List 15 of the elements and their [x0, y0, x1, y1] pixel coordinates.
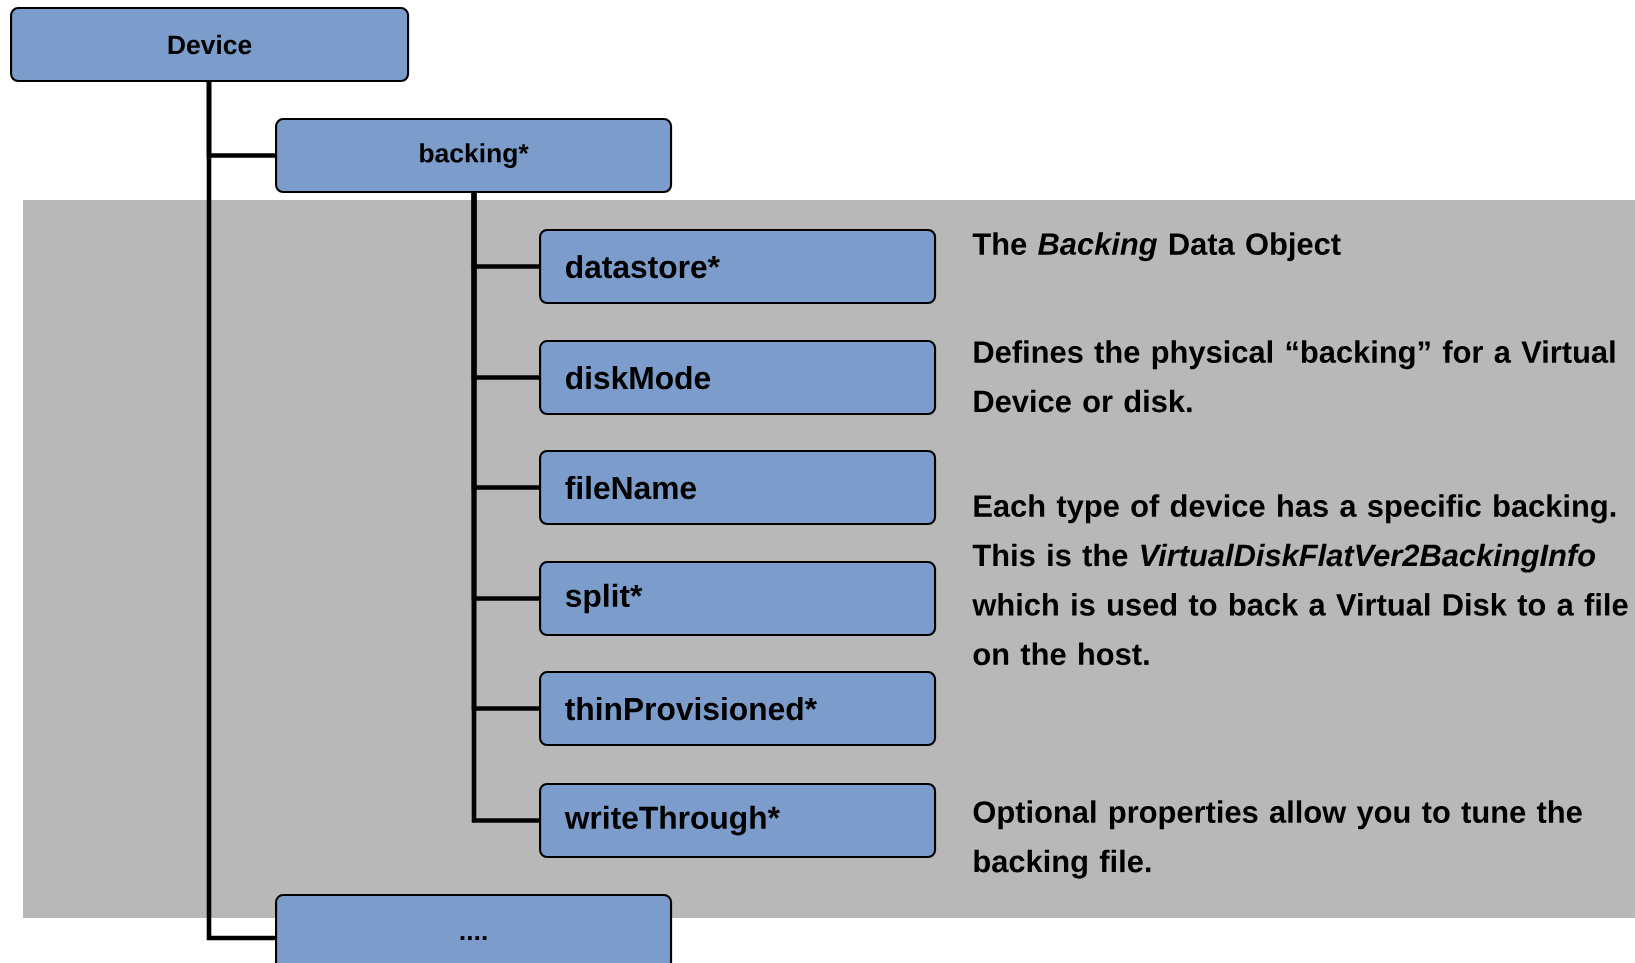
field-box: .... [275, 894, 673, 963]
field-box: thinProvisioned* [539, 671, 937, 747]
connector-line [471, 193, 539, 823]
connector-line [206, 82, 275, 941]
description-text: The Backing Data Object [972, 232, 1341, 262]
description-text: Optional properties allow you to tune the backing file. [973, 800, 1582, 879]
field-box: Device [10, 7, 410, 83]
description-text: Each type of device has a specific backing. This is the VirtualDiskFlatVer2BackingInfo which is used to back a Virtual Disk to a file on the host. [972, 494, 1628, 666]
field-box: backing* [275, 118, 673, 194]
field-box: split* [539, 561, 937, 637]
description-text: Defines the physical “backing” for a Virtual Device or disk. [974, 340, 1615, 413]
field-box: fileName [539, 450, 937, 526]
field-box: diskMode [539, 340, 937, 416]
field-box: writeThrough* [539, 783, 937, 859]
field-box: datastore* [539, 229, 937, 305]
